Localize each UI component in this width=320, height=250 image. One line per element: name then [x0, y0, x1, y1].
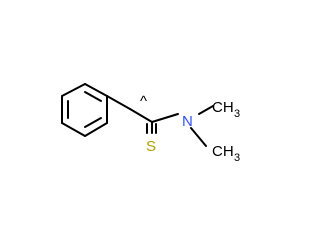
ch-to-c-bond — [129, 108, 153, 123]
methyl-top-subscript: 3 — [234, 108, 240, 120]
ring-bond — [84, 122, 108, 137]
ring-to-ch-bond — [106, 95, 131, 110]
radical-marker: ^ — [140, 93, 147, 110]
sulfur-atom-label: S — [146, 138, 156, 155]
n-to-methyl-bottom-bond — [190, 127, 207, 147]
ring-double-bond — [84, 91, 102, 102]
methyl-bottom-label: CH — [212, 143, 234, 160]
structure-diagram: ^ N S CH 3 CH 3 — [61, 83, 240, 164]
benzene-ring — [61, 83, 108, 137]
methyl-bottom-subscript: 3 — [234, 152, 240, 164]
nitrogen-atom-label: N — [182, 113, 193, 130]
methyl-bottom-group: CH 3 — [212, 143, 240, 164]
n-to-methyl-top-bond — [198, 105, 214, 115]
methyl-top-group: CH 3 — [212, 99, 240, 120]
c-to-n-bond — [151, 113, 179, 123]
ring-bond — [61, 83, 86, 97]
ring-bond — [84, 83, 108, 97]
ring-bond — [61, 122, 86, 137]
methyl-top-label: CH — [212, 99, 234, 116]
ring-double-bond — [84, 117, 102, 128]
